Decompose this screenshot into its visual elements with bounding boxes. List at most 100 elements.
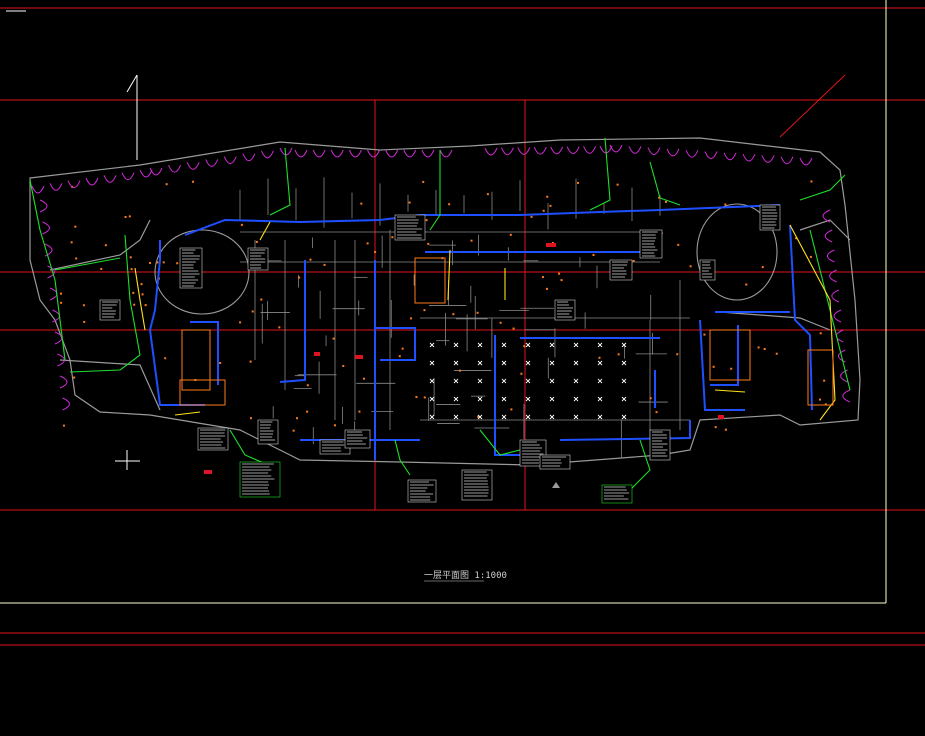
drawing-title: 一层平面图 1:1000	[424, 570, 507, 581]
column-dot	[819, 332, 822, 335]
label-box	[759, 204, 781, 231]
column-dot	[714, 426, 717, 429]
cross-mark	[429, 360, 435, 366]
cross-mark	[477, 414, 483, 420]
column-dot	[509, 233, 512, 236]
column-dot	[306, 384, 309, 387]
parking-stall	[205, 159, 219, 167]
parking-bays	[31, 144, 850, 411]
cross-mark	[429, 378, 435, 384]
parking-stall	[85, 177, 99, 186]
column-dot	[132, 291, 135, 294]
cross-mark	[501, 342, 507, 348]
column-dot	[520, 372, 523, 375]
parking-stall	[723, 152, 737, 161]
column-dot	[104, 244, 107, 247]
column-dot	[476, 311, 479, 314]
cross-mark	[477, 396, 483, 402]
column-dot	[689, 265, 692, 268]
label-box	[539, 454, 571, 470]
column-dot	[658, 196, 661, 199]
column-dot	[278, 326, 281, 329]
room-outlines	[179, 257, 834, 406]
parking-stall	[583, 146, 597, 154]
cross-mark	[453, 414, 459, 420]
column-dot	[576, 181, 579, 184]
column-dot	[144, 304, 147, 307]
parking-stall	[242, 153, 256, 162]
parking-stall	[49, 183, 63, 191]
cross-mark	[477, 378, 483, 384]
cross-mark	[597, 360, 603, 366]
parking-stall	[403, 149, 417, 158]
column-dot	[408, 201, 411, 204]
parking-stall	[67, 180, 81, 189]
column-dot	[730, 367, 733, 370]
column-dot	[249, 417, 252, 420]
cross-mark	[525, 414, 531, 420]
parking-stall	[42, 221, 50, 235]
cross-mark	[621, 396, 627, 402]
column-dot	[260, 298, 263, 301]
column-dot	[649, 397, 652, 400]
column-dot	[255, 240, 258, 243]
column-dot	[74, 225, 77, 228]
column-dot	[530, 215, 533, 218]
parking-stall	[421, 149, 435, 158]
column-dot	[162, 261, 165, 264]
cross-mark	[525, 378, 531, 384]
parking-stall	[39, 199, 48, 213]
parking-stall	[348, 149, 362, 158]
parking-stall	[330, 149, 344, 158]
column-dot	[82, 304, 85, 307]
column-dot	[75, 257, 78, 260]
column-dot	[425, 219, 428, 222]
parking-stall	[609, 144, 623, 153]
label-box	[649, 429, 671, 461]
cross-mark	[501, 360, 507, 366]
cross-mark	[549, 360, 555, 366]
triangle-marker-icon	[552, 482, 560, 488]
parking-stall	[500, 147, 514, 156]
label-box	[461, 469, 493, 501]
column-dot	[423, 396, 426, 399]
parking-stall	[842, 389, 850, 403]
column-dot	[598, 356, 601, 359]
column-dot	[149, 262, 152, 265]
column-dot	[486, 193, 489, 196]
column-dot	[617, 353, 620, 356]
column-dot	[560, 279, 563, 282]
column-dot	[499, 321, 502, 324]
cross-mark	[453, 360, 459, 366]
cross-mark	[501, 414, 507, 420]
column-dot	[423, 309, 426, 312]
column-dot	[677, 243, 680, 246]
structural-columns	[60, 180, 827, 432]
column-dot	[129, 256, 132, 259]
label-box	[257, 419, 279, 445]
column-dot	[448, 203, 451, 206]
column-dot	[140, 283, 143, 286]
column-dot	[632, 259, 635, 262]
column-dot	[823, 379, 826, 382]
cross-mark	[453, 396, 459, 402]
parking-stall	[62, 397, 70, 411]
cross-mark	[621, 378, 627, 384]
red-grid-lines	[0, 7, 925, 646]
column-dot	[240, 223, 243, 226]
cross-mark	[477, 342, 483, 348]
column-dot	[306, 410, 309, 413]
column-dot	[549, 204, 552, 207]
column-dot	[323, 263, 326, 266]
cross-mark	[549, 342, 555, 348]
cross-mark	[429, 342, 435, 348]
column-dot	[546, 287, 549, 290]
cross-mark	[501, 396, 507, 402]
parking-stall	[139, 169, 153, 178]
column-dot	[83, 320, 86, 323]
column-dot	[366, 242, 369, 245]
building-outline	[29, 137, 861, 466]
column-dot	[219, 362, 222, 365]
